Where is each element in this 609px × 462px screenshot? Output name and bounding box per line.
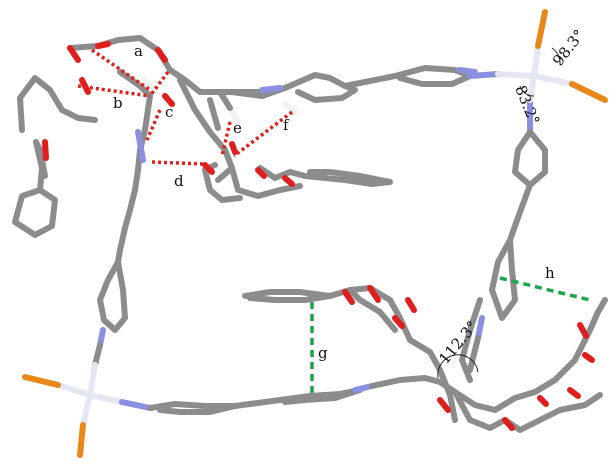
crown-ether-bottom-right bbox=[437, 297, 608, 433]
contact-c-1 bbox=[148, 70, 170, 98]
angle-label-top-right-outer: 98.3° bbox=[549, 26, 588, 69]
bipyridinium-bottom bbox=[147, 375, 443, 415]
label-b: b bbox=[113, 94, 123, 112]
angle-label-top-right-inner: 83.2° bbox=[511, 83, 543, 128]
contact-d bbox=[151, 160, 205, 166]
label-g: g bbox=[318, 344, 328, 362]
bipyridinium-top bbox=[197, 65, 501, 131]
contact-f bbox=[232, 110, 294, 158]
pt-center-top-right bbox=[495, 9, 608, 103]
interaction-lines bbox=[77, 48, 591, 394]
label-a: a bbox=[134, 42, 143, 60]
label-d: d bbox=[174, 172, 184, 190]
label-h: h bbox=[545, 264, 555, 282]
angle-arc-bottom-right bbox=[437, 354, 479, 379]
bipyridine-left-vertical bbox=[92, 93, 153, 368]
label-f: f bbox=[283, 116, 290, 134]
contact-b bbox=[77, 84, 151, 98]
crown-ether-middle bbox=[177, 77, 393, 203]
bipyridine-right-vertical bbox=[467, 97, 548, 373]
label-e: e bbox=[233, 119, 242, 137]
pt-center-bottom-left bbox=[22, 362, 153, 458]
label-c: c bbox=[165, 103, 173, 121]
contact-h bbox=[499, 276, 591, 302]
